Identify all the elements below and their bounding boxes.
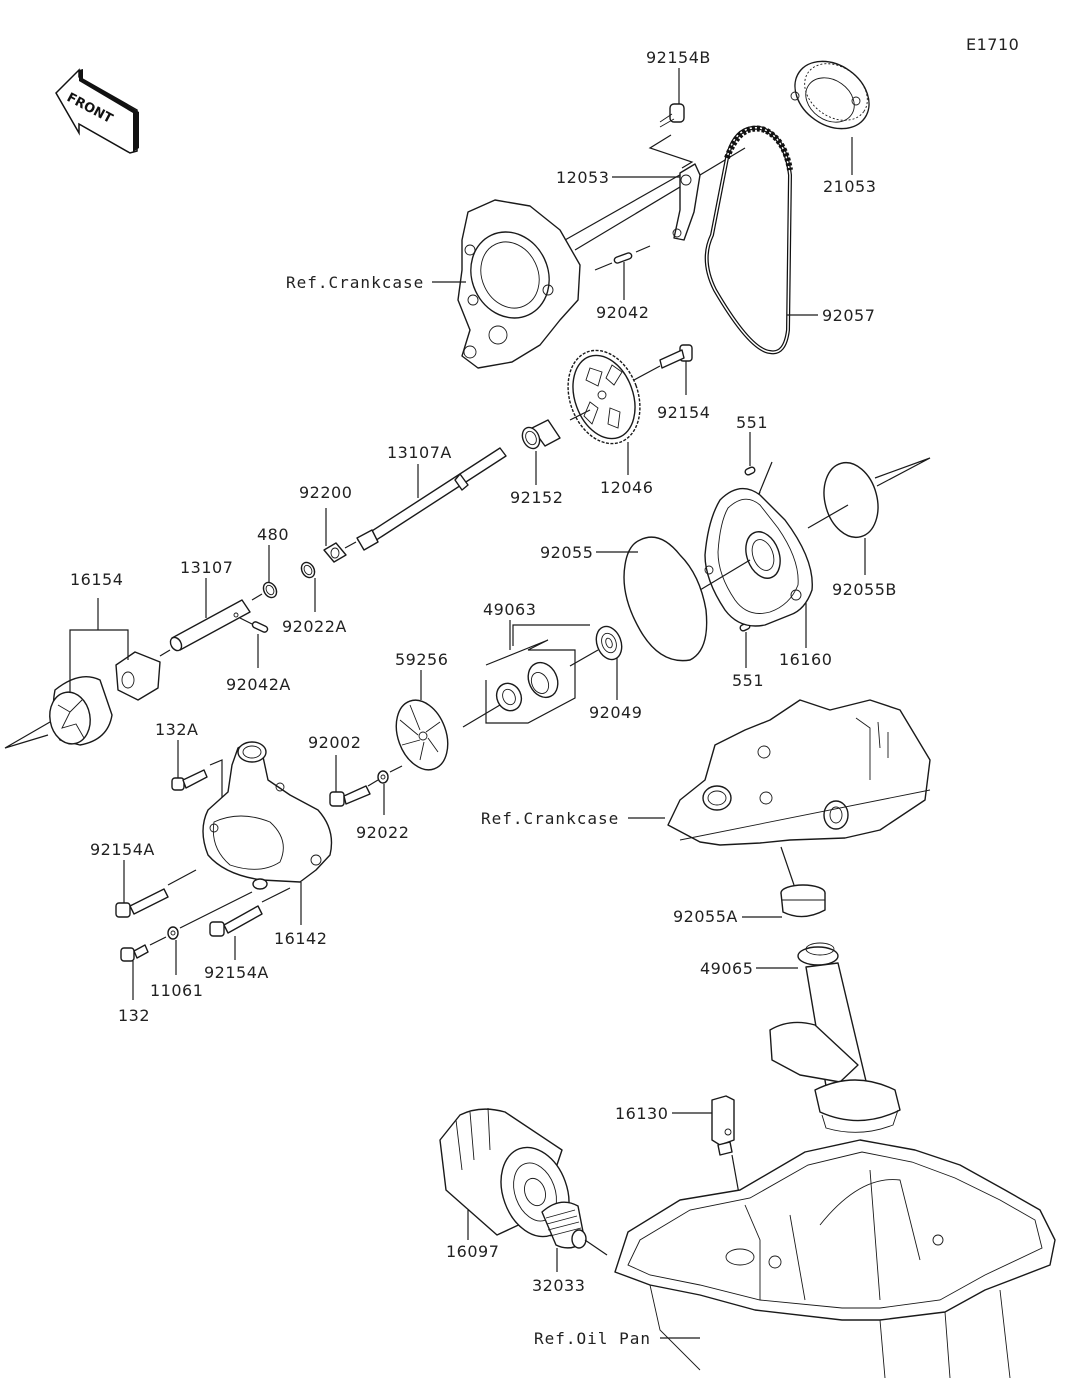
ref-crankcase-upper: Ref.Crankcase	[286, 273, 424, 292]
part-92200[interactable]	[323, 542, 347, 563]
label-551-top[interactable]: 551	[736, 413, 768, 432]
part-12046[interactable]	[556, 340, 653, 453]
label-16154[interactable]: 16154	[70, 570, 123, 589]
part-13107[interactable]	[159, 599, 251, 657]
label-16142[interactable]: 16142	[274, 929, 327, 948]
label-92055[interactable]: 92055	[540, 543, 593, 562]
part-92042[interactable]	[594, 245, 651, 271]
label-551-bottom[interactable]: 551	[732, 671, 764, 690]
label-32033[interactable]: 32033	[532, 1276, 585, 1295]
label-16160[interactable]: 16160	[779, 650, 832, 669]
label-92022A[interactable]: 92022A	[282, 617, 347, 636]
label-92055B[interactable]: 92055B	[832, 580, 897, 599]
part-49063[interactable]	[462, 624, 590, 728]
crankcase-lower-ref	[667, 699, 931, 846]
label-92154B[interactable]: 92154B	[646, 48, 711, 67]
label-59256[interactable]: 59256	[395, 650, 448, 669]
part-92055[interactable]	[623, 536, 708, 662]
part-32033[interactable]	[541, 1201, 608, 1256]
label-92022[interactable]: 92022	[356, 823, 409, 842]
part-92154B[interactable]	[648, 103, 694, 169]
label-49065[interactable]: 49065	[700, 959, 753, 978]
label-16097[interactable]: 16097	[446, 1242, 499, 1261]
oil-pan-ref	[614, 1139, 1056, 1378]
label-92055A[interactable]: 92055A	[673, 907, 738, 926]
label-92200[interactable]: 92200	[299, 483, 352, 502]
part-92154[interactable]	[633, 344, 693, 381]
label-92042A[interactable]: 92042A	[226, 675, 291, 694]
label-132[interactable]: 132	[118, 1006, 150, 1025]
label-480[interactable]: 480	[257, 525, 289, 544]
part-92055B[interactable]	[807, 457, 931, 544]
label-11061[interactable]: 11061	[150, 981, 203, 1000]
part-21053[interactable]	[782, 47, 882, 142]
part-92154A[interactable]	[115, 869, 197, 918]
front-arrow-icon: FRONT	[55, 68, 139, 154]
label-92049[interactable]: 92049	[589, 703, 642, 722]
label-92152[interactable]: 92152	[510, 488, 563, 507]
part-92152[interactable]	[519, 419, 561, 451]
label-92042[interactable]: 92042	[596, 303, 649, 322]
part-92022[interactable]	[377, 765, 403, 784]
label-16130[interactable]: 16130	[615, 1104, 668, 1123]
label-13107[interactable]: 13107	[180, 558, 233, 577]
label-12053[interactable]: 12053	[556, 168, 609, 187]
label-132A[interactable]: 132A	[155, 720, 198, 739]
part-13107A[interactable]	[344, 447, 507, 551]
part-92042A[interactable]	[239, 617, 269, 633]
part-92057[interactable]	[704, 125, 793, 355]
label-92154A-upper[interactable]: 92154A	[90, 840, 155, 859]
part-16154[interactable]	[4, 629, 161, 749]
part-92154A-lower[interactable]	[209, 887, 291, 937]
part-16160[interactable]	[699, 487, 813, 627]
label-92057[interactable]: 92057	[822, 306, 875, 325]
part-132A[interactable]	[171, 759, 223, 822]
part-59256[interactable]	[387, 693, 457, 777]
part-480[interactable]	[251, 580, 279, 601]
part-92055A[interactable]	[780, 846, 826, 918]
label-49063[interactable]: 49063	[483, 600, 536, 619]
label-92002[interactable]: 92002	[308, 733, 361, 752]
part-92022A[interactable]	[299, 560, 317, 580]
label-21053[interactable]: 21053	[823, 177, 876, 196]
part-11061[interactable]	[149, 891, 253, 946]
diagram-code: E1710	[966, 35, 1019, 54]
part-132[interactable]	[120, 944, 149, 962]
label-92154A-lower[interactable]: 92154A	[204, 963, 269, 982]
label-13107A[interactable]: 13107A	[387, 443, 452, 462]
part-16142[interactable]	[202, 741, 333, 890]
part-12053[interactable]	[672, 163, 701, 241]
label-12046[interactable]: 12046	[600, 478, 653, 497]
label-92154[interactable]: 92154	[657, 403, 710, 422]
ref-oil-pan: Ref.Oil Pan	[534, 1329, 651, 1348]
part-92002[interactable]	[329, 779, 379, 807]
part-92049[interactable]	[569, 623, 626, 667]
ref-crankcase-lower: Ref.Crankcase	[481, 809, 619, 828]
crankcase-upper-ref	[457, 147, 746, 369]
part-49065[interactable]	[769, 942, 901, 1133]
